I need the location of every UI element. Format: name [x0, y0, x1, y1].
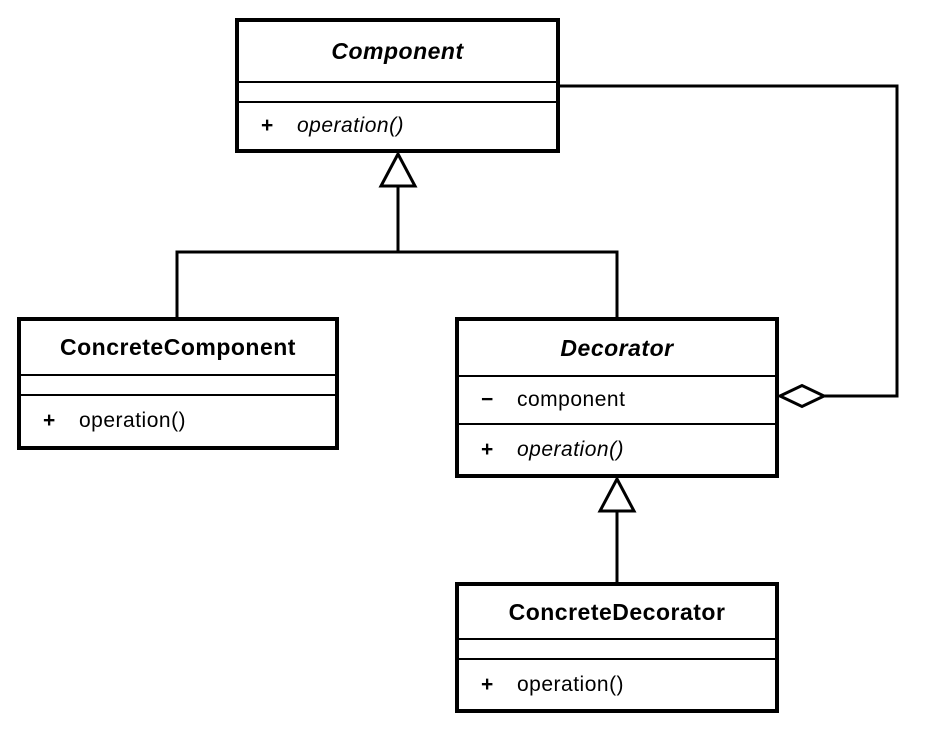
class-decorator-methods-section: + operation() [459, 425, 775, 474]
class-concrete-component: ConcreteComponent + operation() [17, 317, 339, 450]
class-concrete-component-methods-section: + operation() [21, 396, 335, 446]
class-concrete-decorator: ConcreteDecorator + operation() [455, 582, 779, 713]
visibility-sign: − [481, 388, 494, 411]
generalization-branch-line [175, 186, 619, 318]
aggregation-diamond-icon [776, 383, 828, 409]
method-row: + operation() [21, 396, 335, 446]
method-row: + operation() [239, 103, 556, 149]
method-name: operation() [517, 672, 625, 696]
class-component-methods-section: + operation() [239, 103, 556, 149]
class-decorator: Decorator − component + operation() [455, 317, 779, 478]
attribute-row: − component [459, 377, 775, 423]
generalization-triangle-icon [597, 475, 637, 513]
class-concrete-decorator-methods-section: + operation() [459, 660, 775, 709]
class-component-title: Component [239, 22, 556, 83]
class-decorator-title: Decorator [459, 321, 775, 377]
method-name: operation() [517, 437, 625, 461]
method-name: operation() [297, 114, 405, 137]
method-row: + operation() [459, 660, 775, 709]
class-decorator-attributes-section: − component [459, 377, 775, 425]
generalization-triangle-icon [378, 150, 418, 188]
visibility-sign: + [481, 437, 494, 461]
class-concrete-decorator-attributes-section [459, 640, 775, 660]
visibility-sign: + [43, 409, 56, 432]
class-concrete-component-title: ConcreteComponent [21, 321, 335, 376]
visibility-sign: + [261, 114, 274, 137]
method-row: + operation() [459, 425, 775, 474]
attribute-name: component [517, 388, 626, 411]
class-concrete-component-attributes-section [21, 376, 335, 396]
class-concrete-decorator-title: ConcreteDecorator [459, 586, 775, 640]
visibility-sign: + [481, 672, 494, 696]
method-name: operation() [79, 409, 187, 432]
class-component-attributes-section [239, 83, 556, 103]
class-component: Component + operation() [235, 18, 560, 153]
